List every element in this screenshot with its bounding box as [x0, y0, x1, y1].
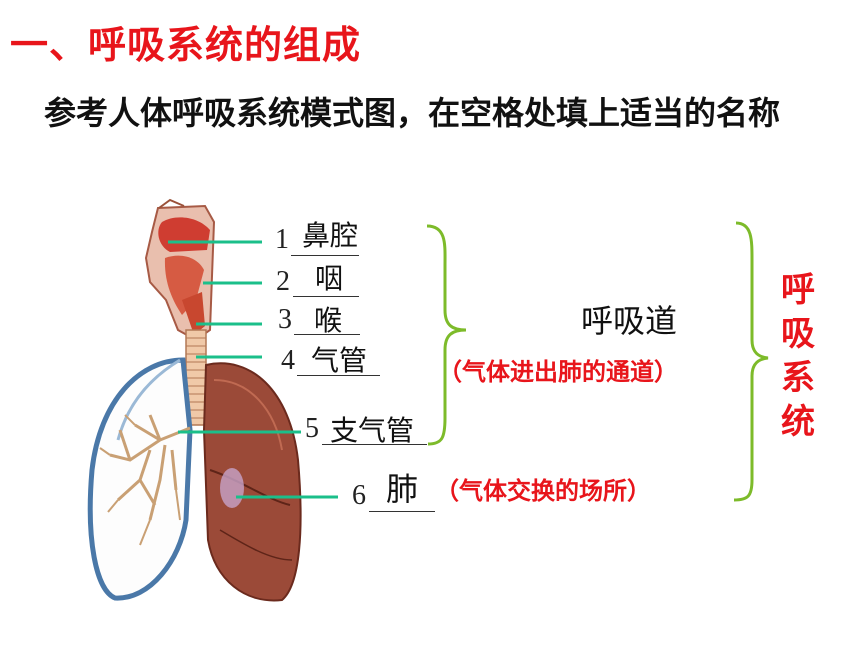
answer-1: 鼻腔: [302, 219, 359, 252]
head-illustration: [144, 198, 216, 342]
system-char-3: 系: [781, 358, 815, 398]
blank-line-1: [291, 255, 359, 256]
label-number-5: 5: [305, 413, 319, 444]
trachea-illustration: [185, 329, 207, 426]
respiratory-tract-note: （气体进出肺的通道）: [438, 358, 678, 386]
respiratory-tract-label: 呼吸道: [581, 302, 678, 340]
respiratory-system-brace: [733, 221, 769, 502]
system-char-2: 吸: [781, 314, 815, 354]
left-lung-illustration: [87, 357, 193, 601]
lung-note: （气体交换的场所）: [435, 477, 651, 505]
answer-2: 咽: [315, 262, 344, 295]
page-title: 一、呼吸系统的组成: [10, 23, 362, 67]
label-number-4: 4: [281, 345, 295, 376]
answer-6: 肺: [386, 470, 419, 508]
respiratory-tract-brace: [426, 224, 467, 446]
answer-4: 气管: [311, 344, 368, 377]
label-number-1: 1: [275, 224, 289, 255]
blank-line-2: [293, 296, 359, 297]
system-char-4: 统: [781, 402, 815, 442]
answer-3: 喉: [314, 304, 343, 337]
blank-line-4: [297, 375, 380, 376]
instruction-text: 参考人体呼吸系统模式图，在空格处填上适当的名称: [44, 94, 781, 132]
blank-line-3: [294, 334, 360, 335]
label-number-2: 2: [276, 266, 290, 297]
label-number-3: 3: [278, 304, 292, 335]
right-lung-illustration: [202, 362, 302, 602]
system-char-1: 呼: [781, 270, 815, 310]
blank-line-6: [369, 511, 435, 512]
answer-5: 支气管: [330, 414, 415, 447]
respiratory-system-label: 呼 吸 系 统: [776, 268, 820, 444]
label-number-6: 6: [352, 480, 366, 511]
blank-line-5: [322, 444, 427, 445]
